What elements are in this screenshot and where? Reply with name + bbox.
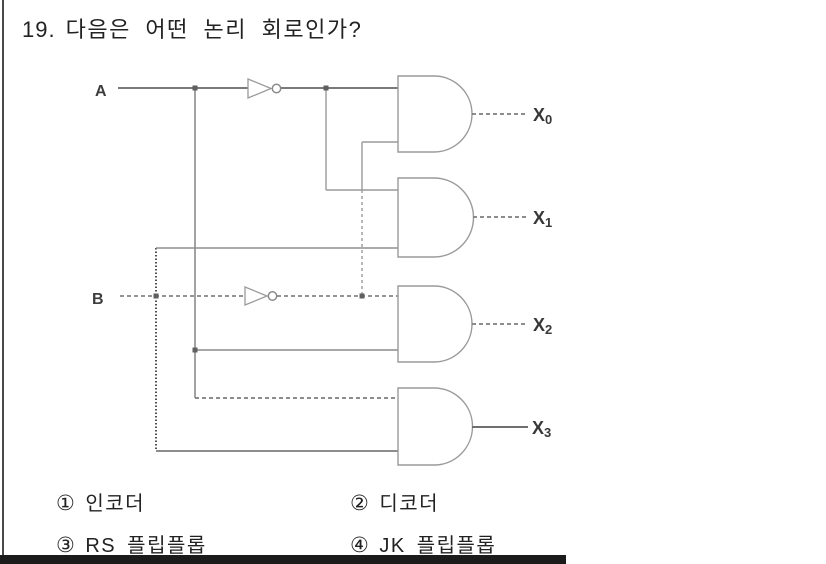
input-b-label: B (92, 291, 104, 308)
answer-option-2: ② 디코더 (350, 487, 439, 516)
option-3-label: RS 플립플롭 (85, 535, 207, 557)
question-number: 19. (22, 17, 56, 42)
option-2-label: 디코더 (379, 493, 440, 515)
input-a-label: A (95, 83, 107, 100)
question-text: 다음은 어떤 논리 회로인가? (65, 17, 363, 42)
output-x3-label: X3 (532, 418, 551, 440)
answer-option-3: ③ RS 플립플롭 (56, 529, 207, 558)
not-gate-a-icon (247, 78, 282, 99)
not-gate-b-icon (244, 286, 278, 306)
option-3-number: ③ (56, 534, 77, 557)
and-gate-x3 (397, 387, 474, 466)
option-2-number: ② (350, 492, 371, 515)
page-left-border (2, 0, 4, 564)
junction-dots (153, 85, 365, 353)
wire-notb-tap (361, 141, 398, 296)
and-gate-x1 (397, 177, 475, 258)
output-x1-label: X1 (533, 208, 552, 230)
answer-option-1: ① 인코더 (56, 487, 145, 516)
and-gate-x2 (397, 285, 473, 363)
option-1-number: ① (56, 492, 77, 515)
page-bottom-rule (0, 555, 566, 564)
output-x2-label: X2 (533, 315, 552, 337)
and-gate-x0 (397, 75, 473, 153)
wire-b-tap (155, 247, 398, 452)
question-title: 19. 다음은 어떤 논리 회로인가? (22, 12, 362, 44)
wire-a-tap (194, 88, 398, 399)
answer-option-4: ④ JK 플립플롭 (350, 529, 496, 558)
option-4-label: JK 플립플롭 (379, 535, 497, 557)
option-4-number: ④ (350, 534, 371, 557)
output-x0-label: X0 (533, 105, 552, 127)
option-1-label: 인코더 (85, 493, 146, 515)
output-leads (472, 113, 528, 428)
